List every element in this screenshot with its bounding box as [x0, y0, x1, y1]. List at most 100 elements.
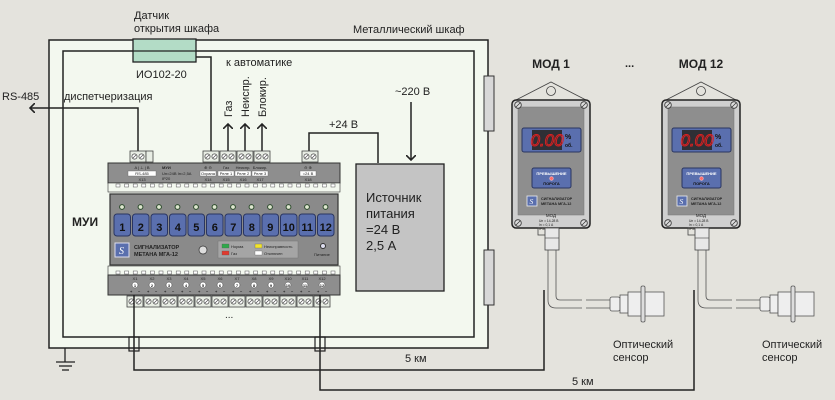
svg-text:−: −	[206, 289, 209, 294]
svg-text:Охрана: Охрана	[201, 171, 216, 176]
channel-8: 8	[243, 204, 261, 237]
svg-text:⊕ ⊖: ⊕ ⊖	[204, 165, 212, 170]
svg-text:X4: X4	[184, 276, 190, 281]
svg-text:12: 12	[320, 283, 325, 288]
top-terminal-block	[219, 150, 237, 163]
svg-text:X10: X10	[284, 276, 292, 281]
bottom-screw-block	[296, 295, 314, 308]
module-logo	[676, 195, 688, 207]
svg-text:4: 4	[185, 283, 188, 288]
cabinet-hinge-top	[483, 75, 495, 132]
legend-label: Газ	[231, 251, 237, 256]
channel-7: 7	[224, 204, 242, 237]
bottom-terminal-X9: X99+−	[266, 276, 277, 294]
svg-text:об.: об.	[715, 142, 723, 149]
ground-icon	[56, 348, 75, 371]
svg-text:−: −	[325, 289, 328, 294]
bottom-screw-block	[177, 295, 195, 308]
psu-line-2: питания	[366, 206, 415, 221]
bottom-screw-block	[245, 295, 263, 308]
channel-3: 3	[150, 204, 168, 237]
channel-9: 9	[261, 204, 279, 237]
plus24-label: +24 В	[329, 119, 358, 131]
svg-text:12: 12	[320, 222, 332, 234]
alarm-led	[549, 176, 554, 181]
svg-text:+: +	[215, 289, 218, 294]
svg-text:9: 9	[270, 283, 273, 288]
svg-text:+: +	[198, 289, 201, 294]
svg-text:+: +	[283, 289, 286, 294]
svg-text:IP54: IP54	[539, 227, 546, 231]
svg-text:11: 11	[301, 222, 313, 234]
svg-text:S: S	[530, 197, 534, 206]
svg-text:X1: X1	[133, 276, 139, 281]
svg-text:−: −	[172, 289, 175, 294]
distance-label-2: 5 км	[572, 376, 594, 388]
svg-text:Uп = 14-28 В: Uп = 14-28 В	[539, 219, 559, 223]
svg-text:−: −	[257, 289, 260, 294]
svg-text:X3: X3	[167, 276, 173, 281]
mui-label: МУИ	[72, 215, 98, 229]
bottom-screw-block	[194, 295, 212, 308]
svg-text:−: −	[274, 289, 277, 294]
alarm-led	[699, 176, 704, 181]
svg-text:Uп = 14-28 В: Uп = 14-28 В	[689, 219, 709, 223]
module-display: 0.00	[680, 131, 714, 150]
bottom-screw-block	[160, 295, 178, 308]
svg-text:об.: об.	[565, 142, 573, 149]
svg-text:5: 5	[193, 222, 199, 234]
svg-text:1: 1	[134, 283, 137, 288]
channel-2: 2	[132, 204, 150, 237]
svg-text:X5: X5	[201, 276, 207, 281]
svg-text:S: S	[119, 246, 124, 257]
channel-11: 11	[298, 204, 316, 237]
sensor-label-1: Оптический	[613, 339, 673, 351]
svg-text:7: 7	[230, 222, 236, 234]
svg-text:9: 9	[267, 222, 273, 234]
top-terminal-block	[253, 150, 271, 163]
module-title: МОД 12	[679, 57, 724, 71]
svg-text:МОД: МОД	[546, 213, 556, 218]
sensor-label-2: сенсор	[613, 352, 649, 364]
top-terminal-block	[236, 150, 254, 163]
relay-gas-label: Газ	[223, 101, 235, 117]
svg-text:X11: X11	[302, 276, 310, 281]
svg-text:Реле 3: Реле 3	[254, 171, 267, 176]
svg-text:ПОРОГА: ПОРОГА	[693, 181, 710, 186]
bottom-screw-block	[126, 295, 144, 308]
door-sensor-model: ИО102-20	[136, 69, 187, 81]
svg-text:Блокир.: Блокир.	[253, 165, 268, 170]
relay-block-label: Блокир.	[257, 77, 269, 117]
svg-text:ПРЕВЫШЕНИЕ: ПРЕВЫШЕНИЕ	[536, 171, 566, 176]
rs485-wire	[30, 108, 139, 152]
mui-logo	[114, 242, 130, 258]
psu-line-4: 2,5 А	[366, 238, 397, 253]
bottom-terminal-X6: X66+−	[215, 276, 226, 294]
legend-label: Неисправность	[264, 244, 292, 249]
bottom-screw-block	[279, 295, 297, 308]
cable-to-mod1	[133, 290, 545, 371]
cabinet-label: Металлический шкаф	[353, 24, 465, 36]
svg-text:11: 11	[303, 283, 308, 288]
to-automation-label: к автоматике	[226, 57, 292, 69]
module-logo	[526, 195, 538, 207]
svg-text:+: +	[232, 289, 235, 294]
svg-text:МЕТАНА МГА-12: МЕТАНА МГА-12	[691, 202, 721, 206]
rs485-label: RS-485	[2, 91, 39, 103]
optical-sensor	[759, 285, 815, 323]
mui-legend-box	[217, 240, 299, 259]
svg-text:%: %	[715, 134, 722, 141]
power-led	[320, 243, 326, 249]
svg-text:+: +	[266, 289, 269, 294]
svg-text:⊖ ⊕: ⊖ ⊕	[304, 165, 312, 170]
svg-text:2: 2	[151, 283, 154, 288]
svg-text:МОД: МОД	[696, 213, 706, 218]
svg-text:СИГНАЛИЗАТОР: СИГНАЛИЗАТОР	[691, 197, 723, 201]
legend-label: Отключен	[264, 251, 283, 256]
